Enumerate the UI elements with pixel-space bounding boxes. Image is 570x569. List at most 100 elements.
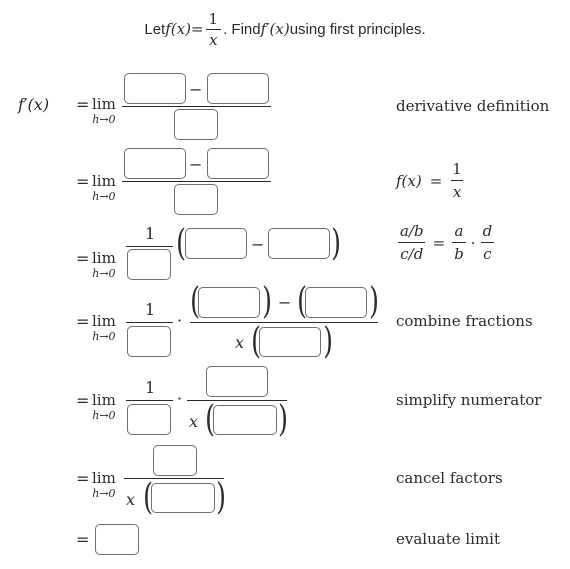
row4-equals: = — [76, 312, 90, 331]
row6-annotation: cancel factors — [396, 469, 503, 487]
row3-annot-a: a — [454, 222, 464, 240]
row3-limit: lim h→0 — [92, 249, 116, 280]
row5-den-close-paren: ) — [278, 399, 288, 440]
prompt-fraction: 1 x — [206, 10, 222, 49]
row3-annotation: a/b c/d = a b · d c — [398, 222, 494, 263]
row3-annot-dot: · — [470, 233, 476, 252]
row4-limit: lim h→0 — [92, 312, 116, 343]
row7-result-input[interactable] — [95, 524, 139, 555]
row2-equals: = — [76, 172, 90, 191]
row3-annot-d: d — [482, 222, 493, 240]
row2-numerator-right-input[interactable] — [207, 148, 269, 179]
row2-annot-num: 1 — [452, 160, 462, 178]
row3-lim-word: lim — [92, 249, 116, 267]
row5-lim-word: lim — [92, 391, 116, 409]
row1-lim-sub: h→0 — [92, 113, 116, 126]
row1-lim-word: lim — [92, 95, 116, 113]
prompt-function: f(x) — [165, 20, 191, 38]
prompt-derivative: f′(x) — [260, 20, 290, 38]
row4-num-close-paren-right: ) — [369, 281, 379, 322]
row5-numerator-input[interactable] — [206, 366, 268, 397]
row4-den-input[interactable] — [259, 327, 321, 357]
row4-one: 1 — [145, 300, 156, 319]
row6-den-x: x — [126, 490, 136, 509]
row6-fraction-bar — [124, 478, 224, 479]
row2-annot-fraction: 1 x — [450, 160, 464, 201]
row5-den-input[interactable] — [213, 405, 277, 435]
row3-annot-b: b — [452, 242, 466, 263]
prompt-fraction-numerator: 1 — [208, 9, 219, 28]
row3-lim-sub: h→0 — [92, 267, 116, 280]
row6-den-close-paren: ) — [216, 477, 226, 518]
row5-fraction-bar — [187, 400, 287, 401]
row3-fraction-bar — [126, 246, 173, 247]
row2-denominator-input[interactable] — [174, 184, 218, 215]
row2-fraction-bar — [122, 181, 271, 182]
lhs-derivative: f′(x) — [18, 95, 50, 114]
row3-annot-c: c — [481, 242, 494, 263]
prompt-tail: using first principles. — [289, 20, 426, 38]
row1-denominator-input[interactable] — [174, 109, 218, 140]
row4-numerator-left-input[interactable] — [198, 287, 260, 318]
row4-lim-word: lim — [92, 312, 116, 330]
row3-annot-frac3: d c — [481, 222, 495, 263]
row6-lim-sub: h→0 — [92, 487, 116, 500]
row3-equals: = — [76, 249, 90, 268]
row3-minus: − — [251, 235, 265, 254]
row3-right-input[interactable] — [268, 228, 330, 259]
row3-denominator-input[interactable] — [127, 249, 171, 280]
row2-limit: lim h→0 — [92, 172, 116, 203]
row6-den-open-paren: ( — [143, 477, 153, 518]
row3-annot-frac1: a/b c/d — [398, 222, 426, 263]
row3-open-paren: ( — [176, 223, 186, 264]
row1-minus: − — [189, 80, 203, 99]
row3-left-input[interactable] — [185, 228, 247, 259]
prompt-fraction-denominator: x — [206, 28, 221, 49]
row4-lim-sub: h→0 — [92, 330, 116, 343]
row6-limit: lim h→0 — [92, 469, 116, 500]
row4-den-close-paren: ) — [323, 321, 333, 362]
row4-num-open-paren-right: ( — [297, 281, 307, 322]
row2-annot-den: x — [450, 180, 464, 201]
row2-lim-sub: h→0 — [92, 190, 116, 203]
row1-numerator-right-input[interactable] — [207, 73, 269, 104]
row2-numerator-left-input[interactable] — [124, 148, 186, 179]
row6-equals: = — [76, 469, 90, 488]
row1-limit: lim h→0 — [92, 95, 116, 126]
row3-annot-ab: a/b — [400, 222, 424, 240]
row2-lim-word: lim — [92, 172, 116, 190]
row4-num-open-paren-left: ( — [190, 281, 200, 322]
row5-den-open-paren: ( — [205, 399, 215, 440]
row4-dot: · — [177, 311, 183, 330]
row5-one: 1 — [145, 378, 156, 397]
row4-numerator-right-input[interactable] — [305, 287, 367, 318]
row5-annotation: simplify numerator — [396, 391, 542, 409]
row4-small-fraction-bar — [126, 322, 173, 323]
row6-numerator-input[interactable] — [153, 445, 197, 476]
row4-num-close-paren-left: ) — [262, 281, 272, 322]
row2-minus: − — [189, 155, 203, 174]
row2-annotation: f(x) = 1 x — [396, 160, 464, 201]
row1-numerator-left-input[interactable] — [124, 73, 186, 104]
row5-small-fraction-bar — [126, 400, 173, 401]
row3-close-paren: ) — [331, 223, 341, 264]
row5-dot: · — [177, 389, 183, 408]
row4-denominator-input[interactable] — [127, 326, 171, 357]
prompt-equals: = — [190, 20, 204, 38]
row4-annotation: combine fractions — [396, 312, 533, 330]
row2-annot-eq: = — [429, 171, 443, 190]
prompt-lead: Let — [144, 20, 166, 38]
row1-annotation: derivative definition — [396, 97, 550, 115]
prompt-find: . Find — [223, 20, 261, 38]
row1-equals: = — [76, 95, 90, 114]
row1-fraction-bar — [122, 106, 271, 107]
row4-minus: − — [278, 293, 292, 312]
row3-one: 1 — [145, 224, 156, 243]
row7-annotation: evaluate limit — [396, 530, 501, 548]
row5-lim-sub: h→0 — [92, 409, 116, 422]
row6-den-input[interactable] — [151, 483, 215, 513]
row3-annot-cd: c/d — [398, 242, 426, 263]
row6-lim-word: lim — [92, 469, 116, 487]
row5-denominator-input[interactable] — [127, 404, 171, 435]
row4-fraction-bar — [190, 322, 378, 323]
